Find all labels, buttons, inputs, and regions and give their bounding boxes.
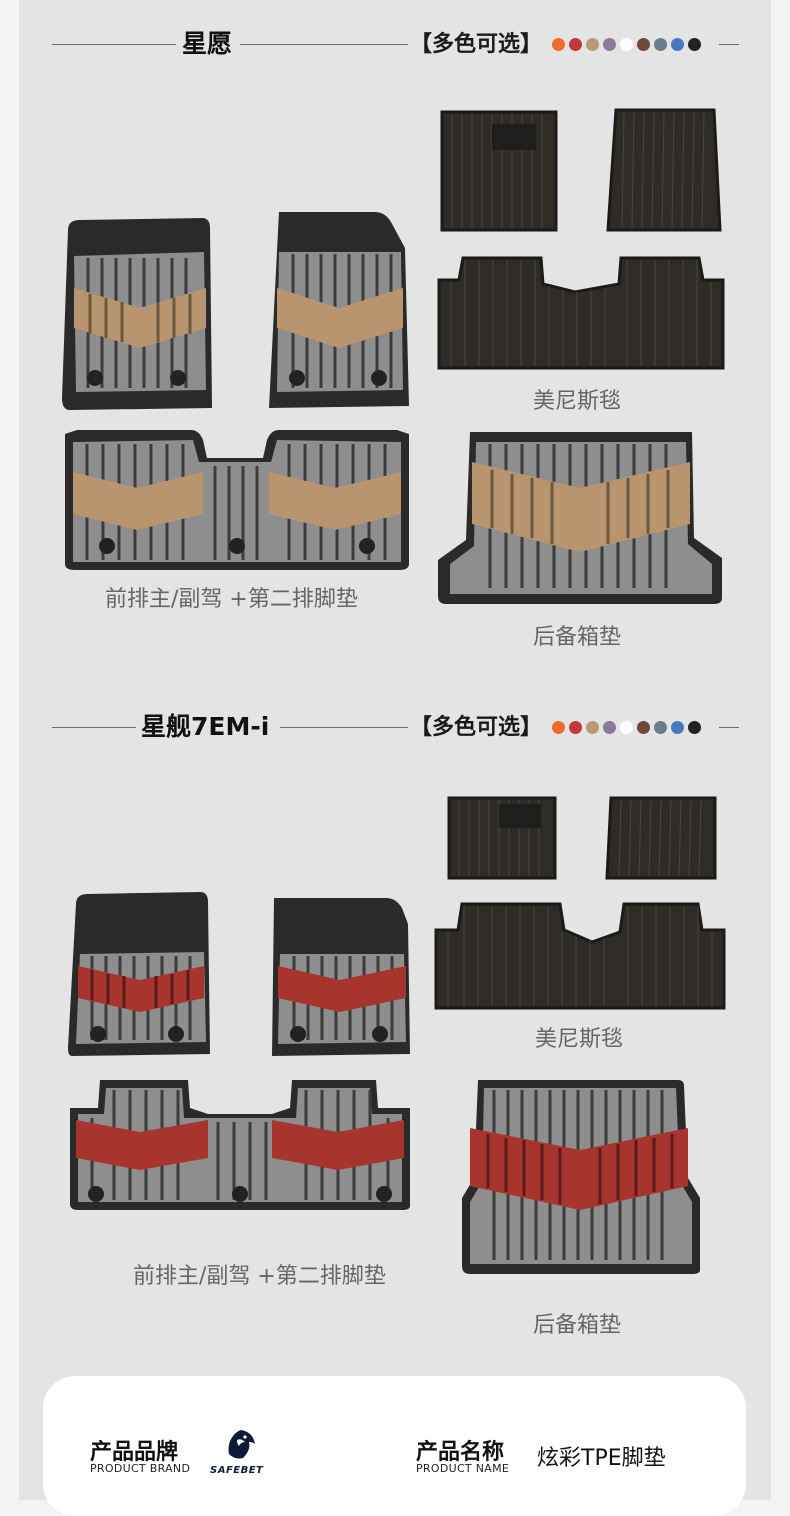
header-divider-right xyxy=(719,727,739,728)
logo-text: SAFEBET xyxy=(210,1465,264,1476)
product-info-card: 产品品牌 PRODUCT BRAND SAFEBET 产品名称 PRODUCT … xyxy=(43,1376,746,1516)
color-swatches[interactable] xyxy=(552,38,701,51)
color-swatch-1[interactable] xyxy=(552,721,565,734)
color-swatch-8[interactable] xyxy=(671,721,684,734)
caption-front-rear: 前排主/副驾 +第二排脚垫 xyxy=(105,587,358,612)
color-swatches[interactable] xyxy=(552,721,701,734)
caption-trunk: 后备箱垫 xyxy=(533,625,622,650)
rear-row-mat xyxy=(65,430,409,570)
colors-label: 【多色可选】 xyxy=(410,715,543,740)
carpet-front-left xyxy=(447,796,557,880)
color-swatch-9[interactable] xyxy=(688,38,701,51)
front-driver-mat xyxy=(62,218,212,410)
caption-carpet: 美尼斯毯 xyxy=(533,389,622,414)
trunk-mat xyxy=(438,432,722,604)
color-swatch-8[interactable] xyxy=(671,38,684,51)
caption-carpet: 美尼斯毯 xyxy=(535,1027,624,1052)
header-divider-mid xyxy=(240,44,408,45)
color-swatch-2[interactable] xyxy=(569,721,582,734)
color-swatch-3[interactable] xyxy=(586,721,599,734)
color-swatch-4[interactable] xyxy=(603,38,616,51)
header-divider-left xyxy=(52,727,136,728)
front-driver-mat xyxy=(68,892,210,1056)
product-section-2: 星舰7EM-i 【多色可选】 xyxy=(52,712,739,1338)
carpet-front-right xyxy=(605,796,717,880)
caption-trunk: 后备箱垫 xyxy=(533,1313,622,1338)
color-swatch-4[interactable] xyxy=(603,721,616,734)
section-title: 星舰7EM-i xyxy=(141,712,270,741)
color-swatch-6[interactable] xyxy=(637,38,650,51)
carpet-front-right xyxy=(606,108,722,232)
brand-label: 产品品牌 xyxy=(90,1440,179,1465)
safebet-bird-logo-icon xyxy=(228,1430,255,1459)
caption-front-rear: 前排主/副驾 +第二排脚垫 xyxy=(133,1264,386,1289)
color-swatch-3[interactable] xyxy=(586,38,599,51)
color-swatch-7[interactable] xyxy=(654,38,667,51)
color-swatch-2[interactable] xyxy=(569,38,582,51)
carpet-rear xyxy=(437,256,725,370)
color-swatch-5[interactable] xyxy=(620,721,633,734)
product-name-label-en: PRODUCT NAME xyxy=(416,1462,510,1475)
color-swatch-5[interactable] xyxy=(620,38,633,51)
header-divider-right xyxy=(719,44,739,45)
trunk-mat xyxy=(462,1080,700,1274)
carpet-front-left xyxy=(440,110,558,232)
product-section-1: 星愿 【多色可选】 xyxy=(0,0,790,690)
brand-label-en: PRODUCT BRAND xyxy=(90,1462,191,1475)
color-swatch-1[interactable] xyxy=(552,38,565,51)
front-passenger-mat xyxy=(269,212,409,408)
colors-label: 【多色可选】 xyxy=(410,32,543,57)
header-divider-mid xyxy=(280,727,408,728)
front-passenger-mat xyxy=(272,898,410,1056)
product-name-label: 产品名称 xyxy=(416,1440,505,1465)
product-name-value: 炫彩TPE脚垫 xyxy=(537,1446,666,1471)
carpet-rear xyxy=(434,902,726,1010)
color-swatch-9[interactable] xyxy=(688,721,701,734)
rear-row-mat xyxy=(70,1080,410,1210)
section-title: 星愿 xyxy=(182,29,233,58)
color-swatch-7[interactable] xyxy=(654,721,667,734)
header-divider-left xyxy=(52,44,176,45)
color-swatch-6[interactable] xyxy=(637,721,650,734)
